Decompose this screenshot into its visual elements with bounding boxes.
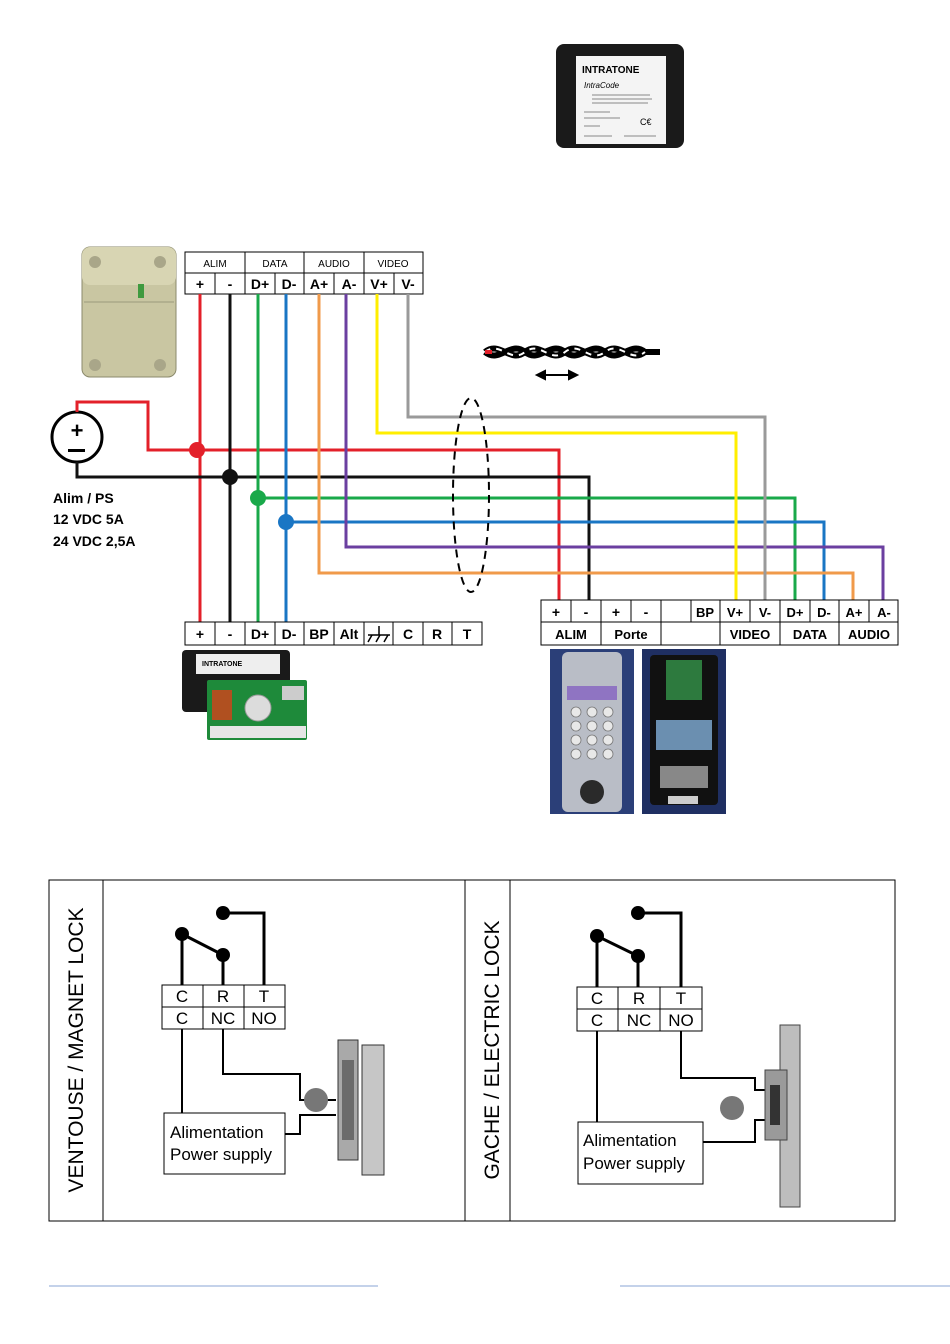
plus-sign-icon: + [71,418,84,443]
junction-red [189,442,205,458]
module-terminal-strip: + - D+ D- BP Alt C R T [184,621,483,646]
junction-black [222,469,238,485]
wire-orange-audio [317,294,855,600]
magnet-top-r: R [217,987,229,1006]
module-pin-plus: + [196,626,204,642]
camera-lens-icon [580,780,604,804]
panel-pin-alim-minus: - [584,604,589,620]
electric-lock-title: GACHE / ELECTRIC LOCK [481,920,504,1179]
twisted-pair-icon [483,345,660,359]
magnet-lock-circuit: C R T C NC NO Alimentation Power supply [161,906,385,1176]
module-pin-t: T [463,626,472,642]
reader-group-audio: AUDIO [318,259,350,270]
box-model: IntraCode [584,81,620,90]
reader-pin-minus: - [228,276,233,292]
wire-purple-audio [344,294,885,600]
cable-bundle-ellipse [452,397,490,593]
reader-pin-dplus: D+ [251,276,269,292]
module-brand: INTRATONE [202,661,243,668]
magnet-lock-title: VENTOUSE / MAGNET LOCK [65,907,88,1192]
reader-group-data: DATA [262,259,288,270]
magnet-bottom-nc: NC [211,1009,236,1028]
door-panel-front-photo [550,649,634,814]
ce-mark-icon: C€ [640,117,652,127]
electric-strike-device-icon [720,1024,801,1208]
junction-green [250,490,266,506]
reader-group-alim: ALIM [203,259,226,270]
wire-blue-bus [286,520,826,600]
module-pin-c: C [403,626,413,642]
electric-top-t: T [676,989,686,1008]
panel-pin-porte-minus: - [644,604,649,620]
wire-green-bus [258,496,797,600]
panel-pin-vminus: V- [759,605,771,620]
panel-pin-vplus: V+ [727,605,744,620]
electric-psu-line1: Alimentation [583,1131,677,1150]
magnet-top-t: T [259,987,269,1006]
wire-gray-video [406,294,767,600]
reader-pin-dminus: D- [282,276,297,292]
wire-red-bus [75,400,561,600]
electric-bottom-c: C [591,1011,603,1030]
junction-blue [278,514,294,530]
intracode-module-photo: INTRATONE [182,650,307,740]
magnet-top-c: C [176,987,188,1006]
ps-spec-12v: 12 VDC 5A [53,511,124,527]
reader-group-video: VIDEO [377,259,408,270]
ps-label: Alim / PS [53,490,114,506]
electric-top-r: R [633,989,645,1008]
module-pin-bp: BP [309,626,328,642]
power-supply-symbol: + [50,410,104,464]
magnet-bottom-c: C [176,1009,188,1028]
panel-group-porte: Porte [614,627,647,642]
panel-pin-bp: BP [696,605,714,620]
module-pin-alt: Alt [340,626,359,642]
magnet-psu-line2: Power supply [170,1145,273,1164]
panel-group-data: DATA [793,627,828,642]
module-pin-dplus: D+ [251,626,269,642]
double-arrow-icon [534,369,580,381]
electric-top-c: C [591,989,603,1008]
electric-psu-line2: Power supply [583,1154,686,1173]
intracode-box-photo: INTRATONE IntraCode C€ [556,44,684,148]
reader-pin-plus: + [196,276,204,292]
reader-pin-aplus: A+ [310,276,328,292]
ps-spec-24v: 24 VDC 2,5A [53,533,135,549]
panel-pin-porte-plus: + [612,604,620,620]
magnet-lock-device-icon [304,1039,385,1176]
magnet-bottom-no: NO [251,1009,277,1028]
panel-pin-dplus: D+ [787,605,804,620]
panel-group-audio: AUDIO [848,627,890,642]
panel-pin-dminus: D- [817,605,831,620]
panel-group-alim: ALIM [555,627,587,642]
box-brand: INTRATONE [582,65,640,76]
magnet-psu-line1: Alimentation [170,1123,264,1142]
junction-dots [189,442,294,530]
door-panel-back-photo [642,649,726,814]
panel-pin-aplus: A+ [846,605,863,620]
electric-lock-circuit: C R T C NC NO Alimentation Power supply [576,906,801,1208]
wire-yellow-video [375,294,738,600]
panel-group-video: VIDEO [730,627,770,642]
wire-black-bus [75,462,591,600]
panel-terminal-strip: + - + - BP V+ V- D+ D- A+ A- ALIM Porte … [540,599,899,646]
panel-pin-alim-plus: + [552,604,560,620]
ground-icon [367,626,390,643]
reader-terminal-strip: ALIM DATA AUDIO VIDEO + - D+ D- A+ A- V+… [184,251,424,295]
panel-pin-aminus: A- [877,605,891,620]
module-pin-dminus: D- [282,626,297,642]
module-pin-minus: - [228,626,233,642]
minus-sign-icon [68,449,85,452]
module-pin-r: R [432,626,442,642]
reader-pin-vminus: V- [401,276,415,292]
electric-bottom-no: NO [668,1011,694,1030]
electric-bottom-nc: NC [627,1011,652,1030]
wires [75,294,885,622]
reader-device-photo [81,246,177,378]
reader-pin-vplus: V+ [370,276,388,292]
reader-pin-aminus: A- [342,276,357,292]
